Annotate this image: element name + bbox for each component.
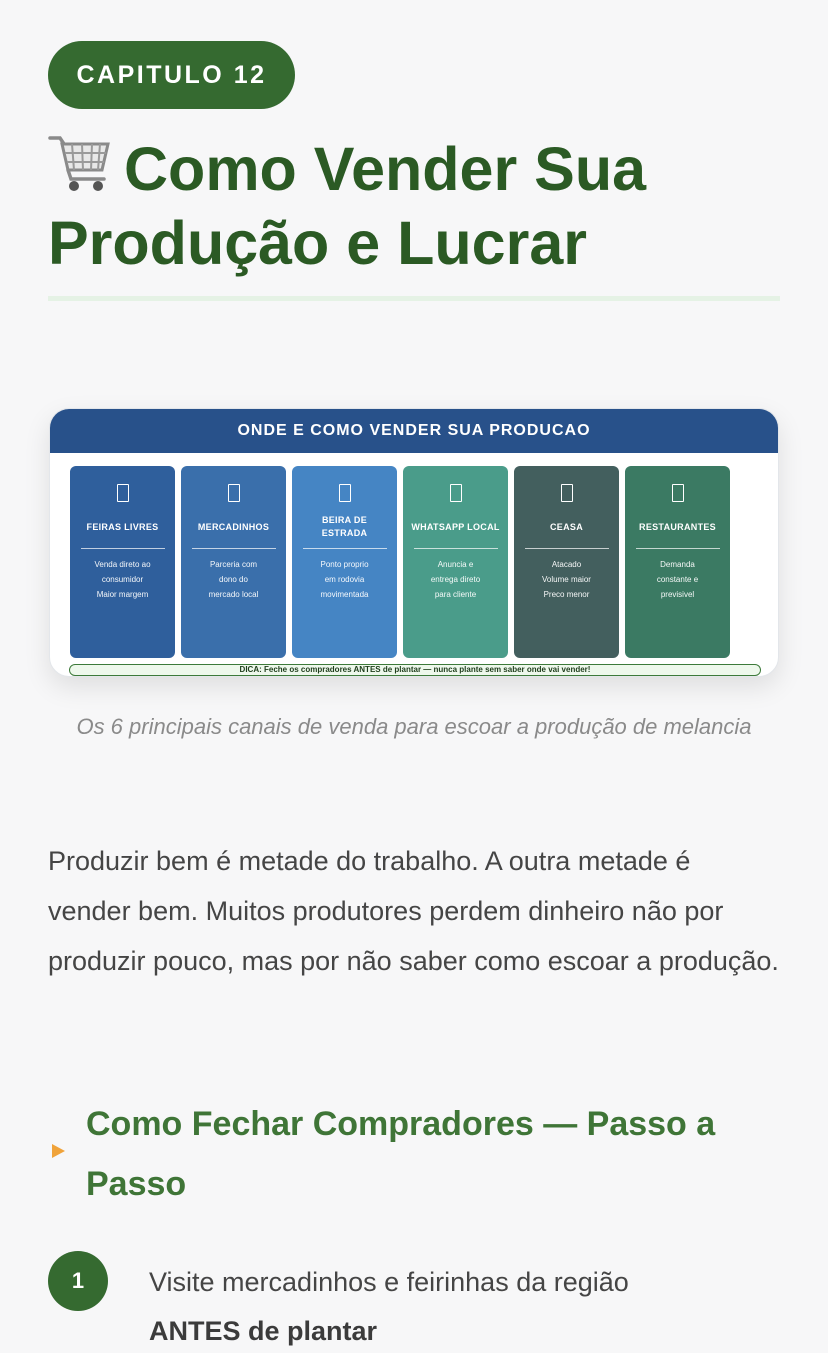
channel-card: FEIRAS LIVRES Venda direto ao consumidor… [70, 466, 175, 658]
step-text-strong: ANTES de plantar [149, 1316, 378, 1346]
card-divider [191, 548, 276, 549]
channel-description: Parceria com dono do mercado local [208, 560, 259, 599]
chapter-badge: CAPITULO 12 [48, 41, 295, 109]
card-divider [635, 548, 720, 549]
step-text: Visite mercadinhos e feirinhas da região… [149, 1258, 779, 1353]
card-divider [302, 548, 387, 549]
card-divider [80, 548, 165, 549]
page-title-text: Como Vender Sua Produção e Lucrar [48, 135, 647, 277]
title-divider [48, 296, 780, 301]
channel-title: WHATSAPP LOCAL [411, 521, 500, 532]
card-divider [413, 548, 498, 549]
channel-title: BEIRA DE ESTRADA [321, 515, 368, 538]
phone-icon [449, 484, 462, 502]
channel-title: RESTAURANTES [639, 521, 716, 532]
channel-description: Venda direto ao consumidor Maior margem [94, 560, 151, 599]
section-heading: Como Fechar Compradores — Passo a Passo [86, 1105, 716, 1203]
phone-icon [560, 484, 573, 502]
phone-icon [227, 484, 240, 502]
channel-description: Anuncia e entrega direto para cliente [430, 560, 481, 599]
channel-cards: FEIRAS LIVRES Venda direto ao consumidor… [70, 466, 730, 658]
intro-paragraph: Produzir bem é metade do trabalho. A out… [48, 846, 779, 976]
channel-description: Atacado Volume maior Preco menor [542, 560, 591, 599]
channel-title: MERCADINHOS [197, 521, 270, 532]
phone-icon [671, 484, 684, 502]
channel-card: RESTAURANTES Demanda constante e previsi… [625, 466, 730, 658]
channel-title: FEIRAS LIVRES [86, 521, 159, 532]
card-divider [524, 548, 609, 549]
channel-description: Ponto proprio em rodovia movimentada [320, 560, 369, 599]
channel-description: Demanda constante e previsivel [656, 560, 699, 599]
shopping-cart-icon [48, 136, 110, 191]
step-number-badge: 1 [48, 1251, 108, 1311]
infographic-header: ONDE E COMO VENDER SUA PRODUCAO [50, 409, 778, 453]
phone-icon [338, 484, 351, 502]
channel-card: BEIRA DE ESTRADA Ponto proprio em rodovi… [292, 466, 397, 658]
channel-card: CEASA Atacado Volume maior Preco menor [514, 466, 619, 658]
triangle-bullet-icon [52, 1144, 65, 1158]
tip-banner: DICA: Feche os compradores ANTES de plan… [69, 664, 761, 676]
step-text-main: Visite mercadinhos e feirinhas da região [149, 1267, 629, 1297]
channel-card: MERCADINHOS Parceria com dono do mercado… [181, 466, 286, 658]
image-caption: Os 6 principais canais de venda para esc… [76, 714, 752, 739]
page-title: Como Vender Sua Produção e Lucrar [48, 132, 788, 280]
phone-icon [116, 484, 129, 502]
channel-card: WHATSAPP LOCAL Anuncia e entrega direto … [403, 466, 508, 658]
sales-channels-infographic: ONDE E COMO VENDER SUA PRODUCAO FEIRAS L… [49, 408, 779, 677]
channel-title: CEASA [549, 521, 583, 532]
